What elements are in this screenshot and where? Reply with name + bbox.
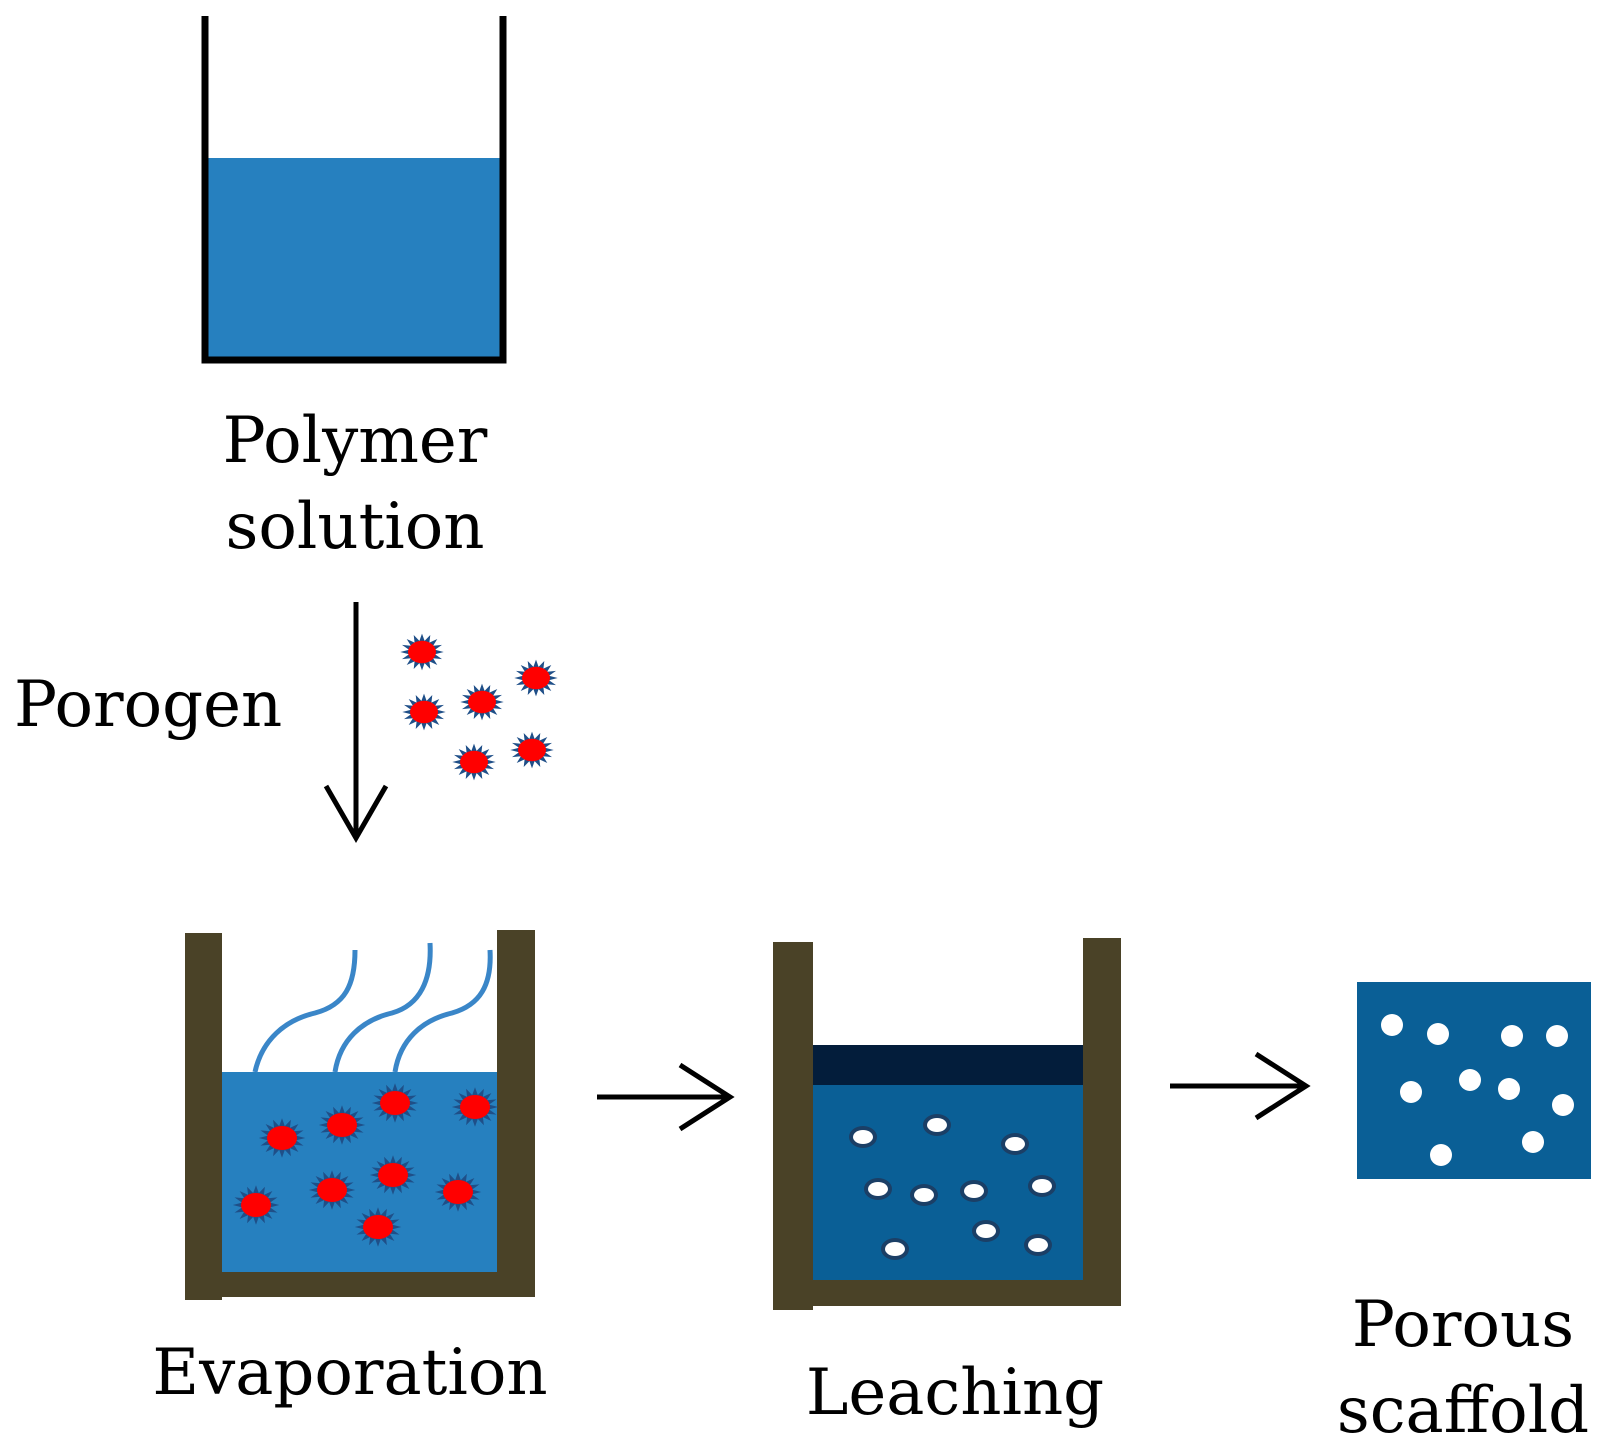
white-dot-icon [976,1224,996,1238]
embedded-porogen-particles [232,1083,499,1247]
vapor-lines [252,942,493,1073]
white-dot-icon [868,1182,888,1196]
scaffold-pores [1381,1014,1574,1166]
wavy-line-icon [392,949,493,1073]
leaching-top-layer [813,1045,1083,1085]
porogen-particle-icon [510,731,554,769]
polymer-solution-liquid [205,158,501,358]
porous-scaffold-label-line-1: Porous [1351,1288,1575,1362]
white-dot-icon [927,1118,947,1132]
beaker-wall-right [497,930,535,1297]
right-arrow-icon [678,1062,735,1132]
white-dot-icon [1005,1137,1025,1151]
porogen-particle-icon [258,1118,306,1158]
white-dot-icon [964,1184,984,1198]
porogen-particle-icon [371,1083,419,1123]
porogen-particle-icon [318,1105,366,1145]
porogen-particles [400,633,558,781]
porogen-particle-icon [308,1170,356,1210]
white-dot-icon [1381,1014,1403,1036]
leaching-beaker [773,938,1121,1310]
beaker-wall-left [185,933,222,1300]
white-dot-icon [1427,1023,1449,1045]
wavy-line-icon [252,949,358,1073]
white-dot-icon [885,1242,905,1256]
white-dot-icon [1498,1078,1520,1100]
white-dot-icon [1032,1179,1052,1193]
porogen-particle-icon [460,683,504,721]
porous-scaffold-label-line-2: scaffold [1336,1374,1590,1448]
beaker-wall-bottom [185,1272,535,1297]
wavy-line-icon [332,942,433,1073]
beaker-outline [201,16,507,364]
right-arrow-icon [1254,1051,1311,1121]
beaker-wall-left [773,942,813,1310]
leached-pores [849,1114,1056,1260]
porogen-particle-icon [514,659,558,697]
white-dot-icon [1501,1025,1523,1047]
beaker-wall-bottom [773,1280,1121,1306]
porogen-label: Porogen [14,668,283,742]
white-dot-icon [1546,1025,1568,1047]
porogen-particle-icon [434,1172,482,1212]
arrow-to-leaching [597,1062,735,1132]
porogen-particle-icon [232,1185,280,1225]
polymer-solution-beaker [201,16,507,364]
white-dot-icon [1028,1238,1048,1252]
porogen-particle-icon [369,1155,417,1195]
white-dot-icon [1552,1094,1574,1116]
porous-scaffold-block [1357,982,1591,1179]
porogen-particle-icon [402,693,446,731]
white-dot-icon [1430,1144,1452,1166]
leaching-label: Leaching [805,1356,1105,1430]
porogen-addition-arrow [323,602,389,844]
arrow-to-scaffold [1170,1051,1311,1121]
evaporation-beaker [185,930,535,1300]
white-dot-icon [914,1188,934,1202]
porogen-particle-icon [452,743,496,781]
evaporation-solution [222,1072,497,1272]
white-dot-icon [1400,1081,1422,1103]
white-dot-icon [1459,1069,1481,1091]
down-arrow-icon [323,784,389,844]
porous-scaffold-label: Porous scaffold [1318,1282,1608,1454]
polymer-solution-label: Polymer solution [180,398,530,570]
evaporation-label: Evaporation [152,1336,548,1410]
porogen-particle-icon [354,1207,402,1247]
white-dot-icon [853,1130,873,1144]
white-dot-icon [1522,1131,1544,1153]
porogen-particle-icon [400,633,444,671]
polymer-solution-label-line-1: Polymer [222,404,488,478]
beaker-wall-right [1083,938,1121,1306]
polymer-solution-label-line-2: solution [225,490,485,564]
porogen-particle-icon [451,1087,499,1127]
